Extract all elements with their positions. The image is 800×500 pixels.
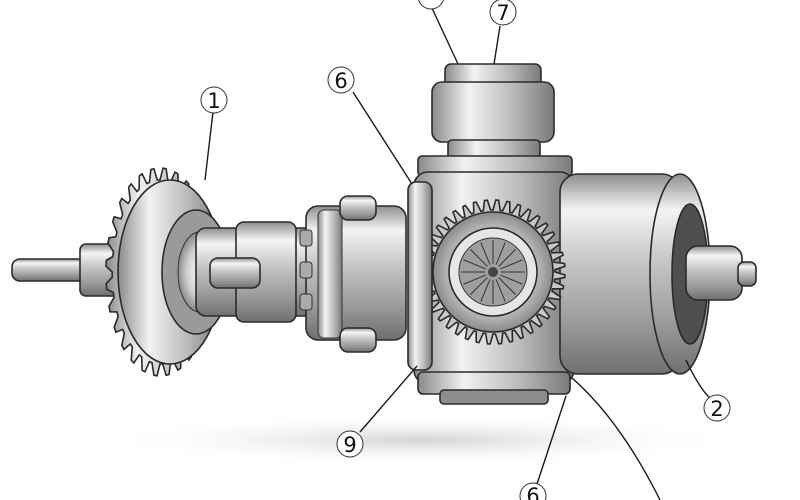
impeller-spoke [480,242,491,265]
impeller-spoke [470,249,488,267]
impeller-spoke [498,277,516,295]
impeller-spoke [495,279,506,302]
callout-1-marker [200,86,228,114]
impeller-spoke [500,274,523,285]
impeller-spoke [480,279,491,302]
callout-top-partial-marker [418,0,444,10]
callout-9-marker [336,430,364,458]
callout-7-marker [489,0,517,26]
callout-2: 2 [710,397,723,421]
coupling-hub [195,221,315,323]
housing-tooth-strip [407,181,433,371]
callout-6-bottom: 6 [526,484,539,500]
callout-6-bottom-marker [519,482,547,500]
callout-1: 1 [207,89,220,113]
impeller-spoke [463,274,486,285]
callout-6-top-marker [327,66,355,94]
callout-2-marker [703,394,731,422]
impeller-spoke [463,259,486,270]
callout-7: 7 [496,1,509,25]
center-ring-gear [420,199,566,345]
impeller-spoke [498,249,516,267]
leader-lines [204,5,713,500]
top-column [417,63,573,177]
callout-9: 9 [343,433,356,457]
ground-shadow [90,414,750,466]
impeller-spoke [495,242,506,265]
impeller-spoke [470,277,488,295]
callout-6-top: 6 [334,69,347,93]
impeller-spoke [500,259,523,270]
bolted-flange [299,195,407,353]
right-cylinder [559,173,757,375]
callout-labels: 1 6 7 9 6 2 [200,0,731,500]
